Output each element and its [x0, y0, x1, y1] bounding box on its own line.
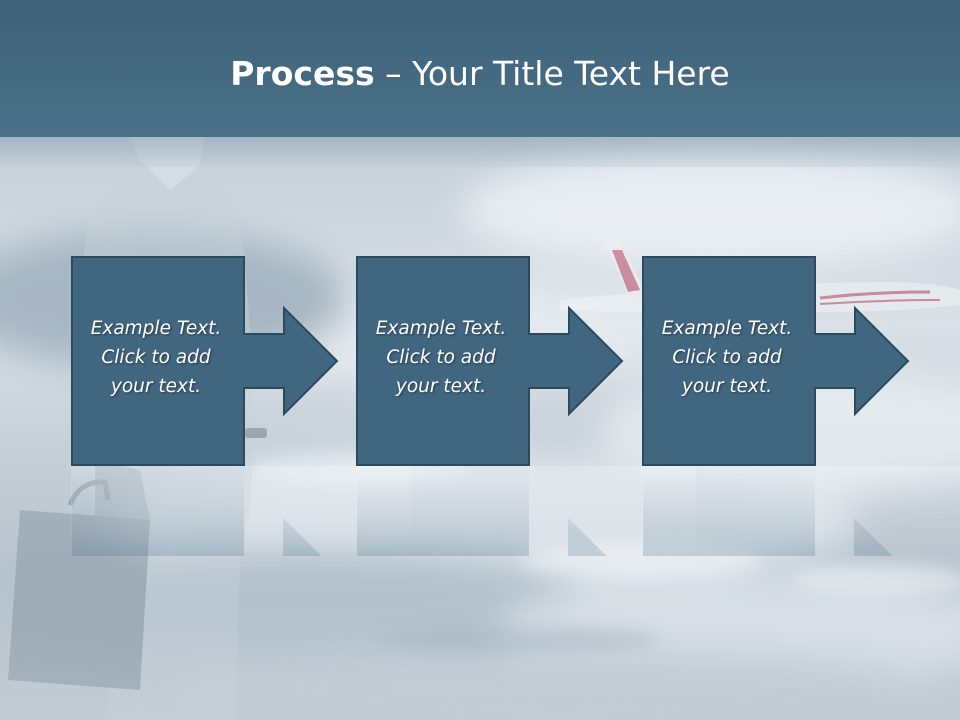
step-text-line: Click to add: [672, 347, 782, 368]
step-text-line: Click to add: [386, 347, 496, 368]
process-step-2[interactable]: Example Text. Click to add your text.: [356, 256, 696, 556]
step-text-line: your text.: [681, 376, 773, 397]
header-band: [0, 137, 960, 167]
step-text-line: Example Text.: [90, 318, 222, 339]
step-text[interactable]: Example Text. Click to add your text.: [356, 314, 526, 401]
step-text-line: Click to add: [101, 347, 211, 368]
right-arrow-icon: [284, 308, 337, 414]
right-arrow-icon: [569, 308, 622, 414]
process-step-1[interactable]: Example Text. Click to add your text.: [71, 256, 411, 556]
step-text-line: Example Text.: [375, 318, 507, 339]
step-text[interactable]: Example Text. Click to add your text.: [71, 314, 241, 401]
step-reflection: [642, 466, 960, 556]
step-shape: [71, 256, 339, 466]
header-bar: [0, 0, 960, 137]
step-shape: [642, 256, 910, 466]
step-reflection: [71, 466, 411, 556]
title-rest-text: – Your Title Text Here: [374, 54, 730, 93]
step-text-line: your text.: [395, 376, 487, 397]
step-text-line: your text.: [110, 376, 202, 397]
step-text[interactable]: Example Text. Click to add your text.: [642, 314, 812, 401]
process-step-3[interactable]: Example Text. Click to add your text.: [642, 256, 960, 556]
title-bold-text: Process: [230, 54, 375, 93]
step-shape: [356, 256, 624, 466]
step-reflection: [356, 466, 696, 556]
slide-title[interactable]: Process – Your Title Text Here: [0, 52, 960, 96]
right-arrow-icon: [855, 308, 908, 414]
step-text-line: Example Text.: [661, 318, 793, 339]
